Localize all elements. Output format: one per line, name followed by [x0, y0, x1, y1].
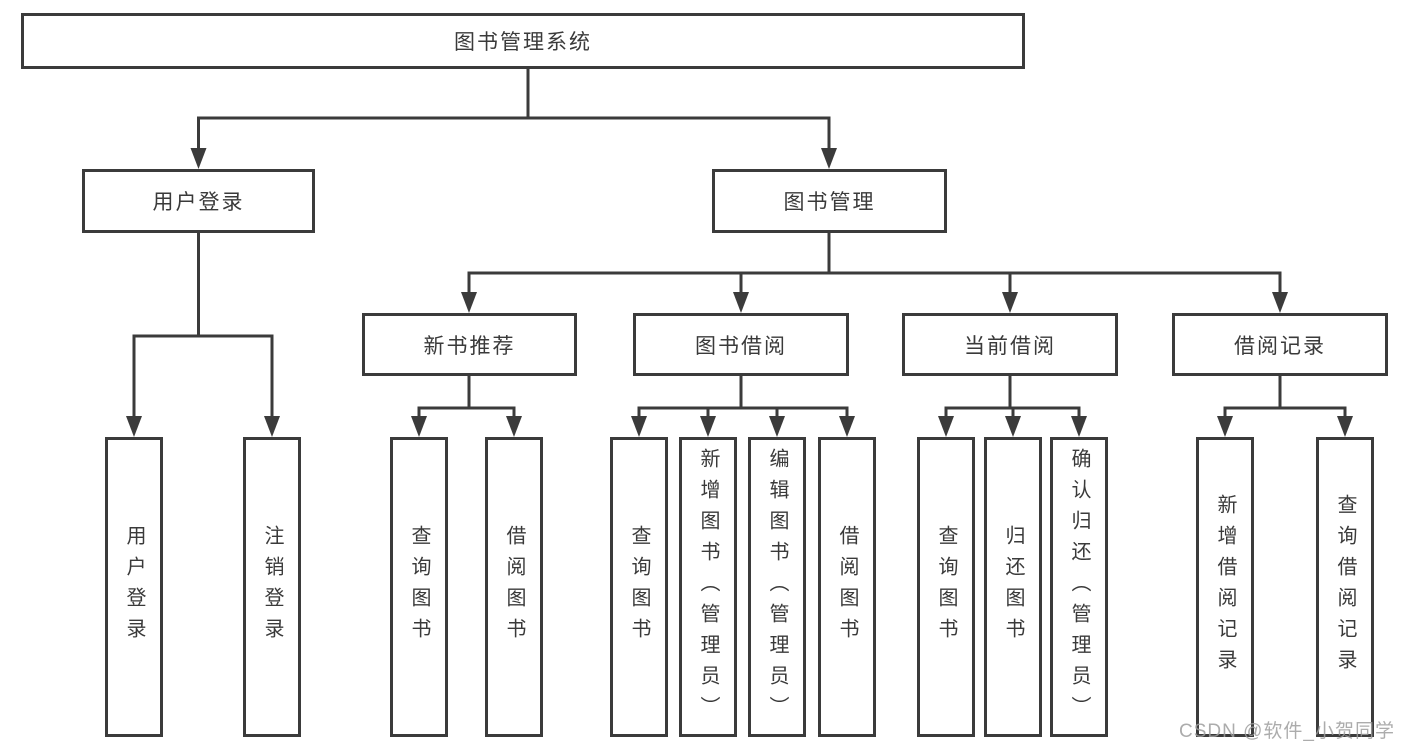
leaf-query-books-current: 查询图书 [917, 437, 975, 737]
leaf-add-borrow-record-label: 新增借阅记录 [1214, 494, 1236, 680]
leaf-borrow-books: 借阅图书 [818, 437, 876, 737]
leaf-add-books-admin: 新增图书（管理员） [679, 437, 737, 737]
leaf-return-books-label: 归还图书 [1002, 525, 1024, 649]
node-borrowing-records: 借阅记录 [1172, 313, 1388, 376]
leaf-edit-books-admin: 编辑图书（管理员） [748, 437, 806, 737]
leaf-query-books-recommend-label: 查询图书 [408, 525, 430, 649]
leaf-user-login-label: 用户登录 [123, 525, 145, 649]
node-book-borrowing: 图书借阅 [633, 313, 849, 376]
node-user-login-branch: 用户登录 [82, 169, 315, 233]
leaf-add-books-admin-label: 新增图书（管理员） [697, 447, 719, 727]
leaf-query-books-borrowing-label: 查询图书 [628, 525, 650, 649]
leaf-query-books-current-label: 查询图书 [935, 525, 957, 649]
csdn-watermark: CSDN @软件_小贺同学 [1179, 721, 1395, 742]
node-current-borrowing: 当前借阅 [902, 313, 1118, 376]
leaf-confirm-return-admin: 确认归还（管理员） [1050, 437, 1108, 737]
leaf-logout-label: 注销登录 [261, 525, 283, 649]
leaf-query-borrow-record: 查询借阅记录 [1316, 437, 1374, 737]
leaf-return-books: 归还图书 [984, 437, 1042, 737]
leaf-borrow-books-recommend: 借阅图书 [485, 437, 543, 737]
leaf-confirm-return-admin-label: 确认归还（管理员） [1068, 447, 1090, 727]
leaf-add-borrow-record: 新增借阅记录 [1196, 437, 1254, 737]
leaf-query-borrow-record-label: 查询借阅记录 [1334, 494, 1356, 680]
leaf-edit-books-admin-label: 编辑图书（管理员） [766, 447, 788, 727]
node-new-book-recommendation: 新书推荐 [362, 313, 577, 376]
leaf-borrow-books-label: 借阅图书 [836, 525, 858, 649]
leaf-logout: 注销登录 [243, 437, 301, 737]
leaf-borrow-books-recommend-label: 借阅图书 [503, 525, 525, 649]
node-book-management-branch: 图书管理 [712, 169, 947, 233]
node-library-management-system: 图书管理系统 [21, 13, 1025, 69]
leaf-query-books-borrowing: 查询图书 [610, 437, 668, 737]
leaf-query-books-recommend: 查询图书 [390, 437, 448, 737]
leaf-user-login: 用户登录 [105, 437, 163, 737]
